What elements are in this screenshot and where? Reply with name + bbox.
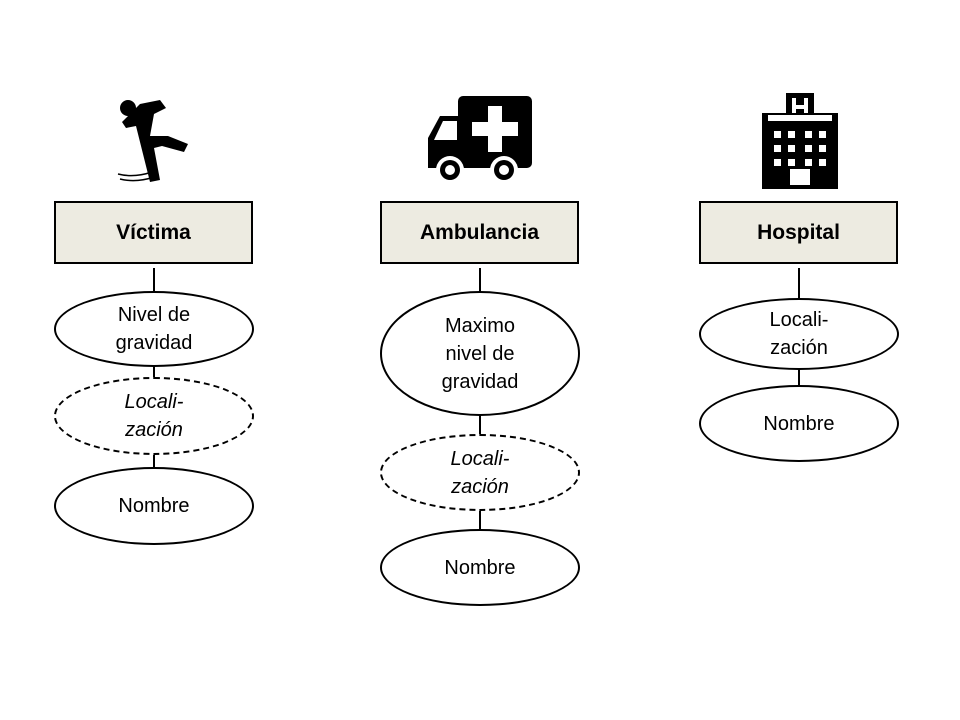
hospital-icon (762, 93, 838, 189)
ambulance-icon (428, 96, 532, 184)
attribute-nombre: Nombre (699, 385, 899, 462)
entity-hospital: Hospital (699, 201, 898, 264)
attribute-nombre: Nombre (54, 467, 254, 545)
connector-line (153, 268, 155, 292)
connector-line (479, 268, 481, 292)
connector-line (153, 454, 155, 468)
connector-line (798, 268, 800, 299)
connector-line (153, 366, 155, 378)
attribute-nivel-de-gravidad: Nivel de gravidad (54, 291, 254, 367)
entity-victima: Víctima (54, 201, 253, 264)
falling-person-icon (117, 100, 188, 182)
attribute-localizacion-derived: Locali- zación (380, 434, 580, 511)
connector-line (479, 415, 481, 435)
connector-line (479, 510, 481, 530)
entity-ambulancia: Ambulancia (380, 201, 579, 264)
attribute-nombre: Nombre (380, 529, 580, 606)
attribute-localizacion: Locali- zación (699, 298, 899, 370)
attribute-localizacion-derived: Locali- zación (54, 377, 254, 455)
connector-line (798, 369, 800, 386)
attribute-maximo-nivel-de-gravidad: Maximo nivel de gravidad (380, 291, 580, 416)
